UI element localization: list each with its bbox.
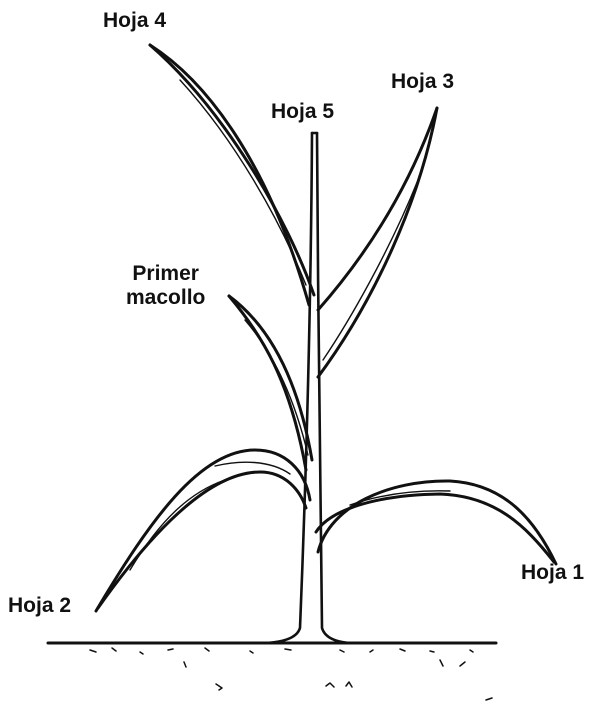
label-hoja-2: Hoja 2 xyxy=(8,594,71,618)
leaf-hoja1 xyxy=(316,481,556,564)
label-primer-macollo: Primer macollo xyxy=(126,262,205,310)
label-hoja-5: Hoja 5 xyxy=(271,100,334,124)
label-hoja-4: Hoja 4 xyxy=(103,9,166,33)
label-hoja-1: Hoja 1 xyxy=(521,561,584,585)
label-primer-line1: Primer xyxy=(126,262,205,286)
leaf-primer-macollo xyxy=(229,296,312,470)
soil-specks xyxy=(90,648,492,700)
label-primer-line2: macollo xyxy=(126,286,205,310)
main-stem xyxy=(266,133,350,643)
label-hoja-3: Hoja 3 xyxy=(391,70,454,94)
leaf-hoja2 xyxy=(96,450,310,611)
leaf-hoja3 xyxy=(318,108,437,377)
